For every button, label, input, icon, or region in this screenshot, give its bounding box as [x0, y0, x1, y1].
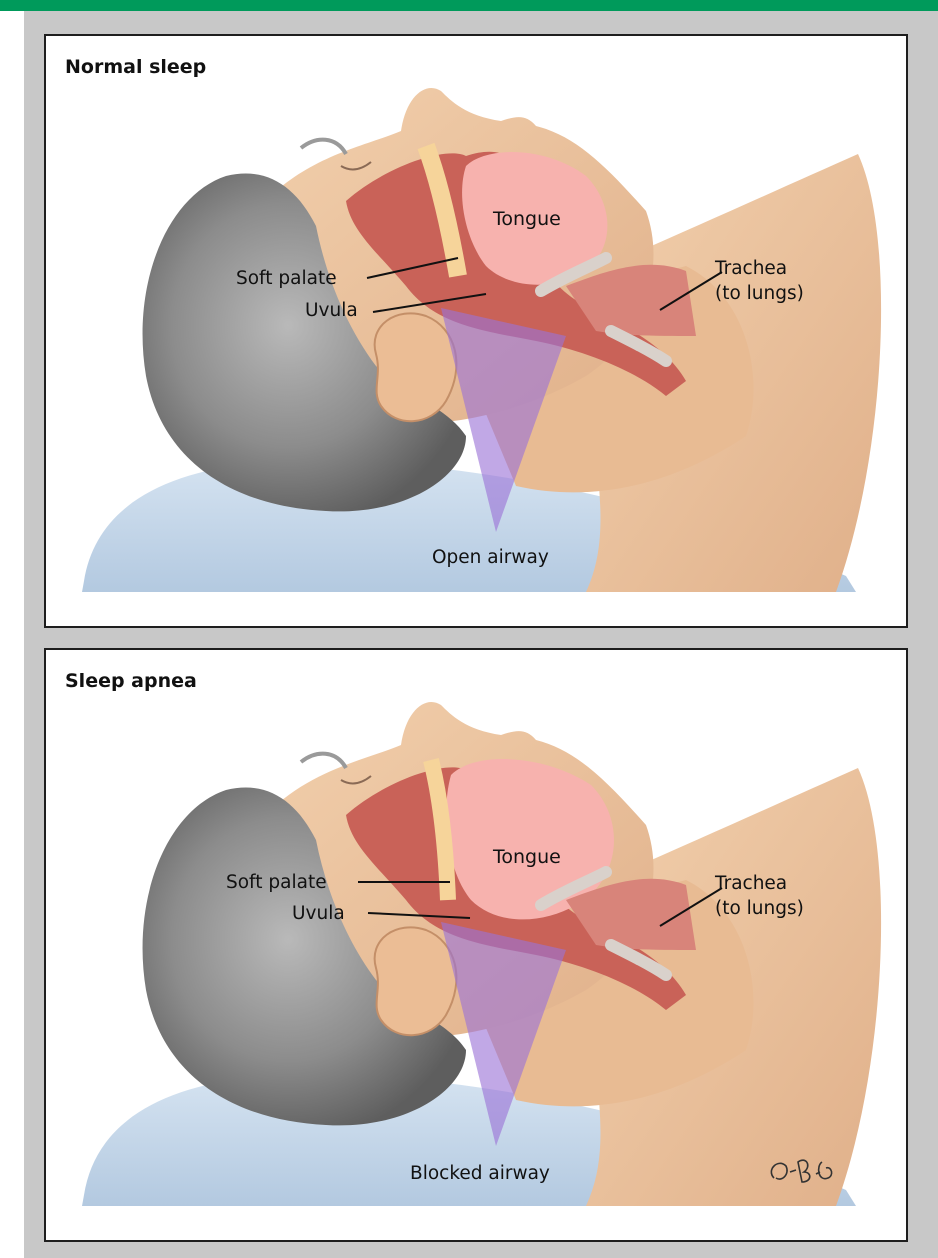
- eyebrow: [301, 754, 346, 768]
- ear: [375, 313, 457, 421]
- panel-title: Sleep apnea: [65, 670, 197, 692]
- sleep-apnea-illustration: Tongue Soft palate Uvula Trachea (to lun…: [46, 650, 908, 1242]
- open-airway-label: Open airway: [432, 547, 549, 568]
- normal-sleep-illustration: Tongue Soft palate Uvula Trachea (to lun…: [46, 36, 908, 628]
- left-margin-strip: [0, 11, 24, 1258]
- tongue-label: Tongue: [492, 208, 561, 230]
- ear: [375, 927, 457, 1035]
- eyebrow: [301, 140, 346, 154]
- header-bar: [0, 0, 938, 11]
- trachea-label-line2: (to lungs): [715, 898, 804, 919]
- trachea-label-line2: (to lungs): [715, 283, 804, 304]
- tongue-label: Tongue: [492, 846, 561, 868]
- uvula-label: Uvula: [292, 903, 345, 924]
- trachea-label-line1: Trachea: [714, 873, 787, 894]
- soft-palate-label: Soft palate: [236, 268, 337, 289]
- blocked-airway-label: Blocked airway: [410, 1163, 550, 1184]
- uvula-label: Uvula: [305, 300, 358, 321]
- panel-title: Normal sleep: [65, 56, 206, 78]
- trachea-label-line1: Trachea: [714, 258, 787, 279]
- panel-sleep-apnea: Sleep apnea: [44, 648, 908, 1242]
- soft-palate-label: Soft palate: [226, 872, 327, 893]
- panel-normal-sleep: Normal sleep: [44, 34, 908, 628]
